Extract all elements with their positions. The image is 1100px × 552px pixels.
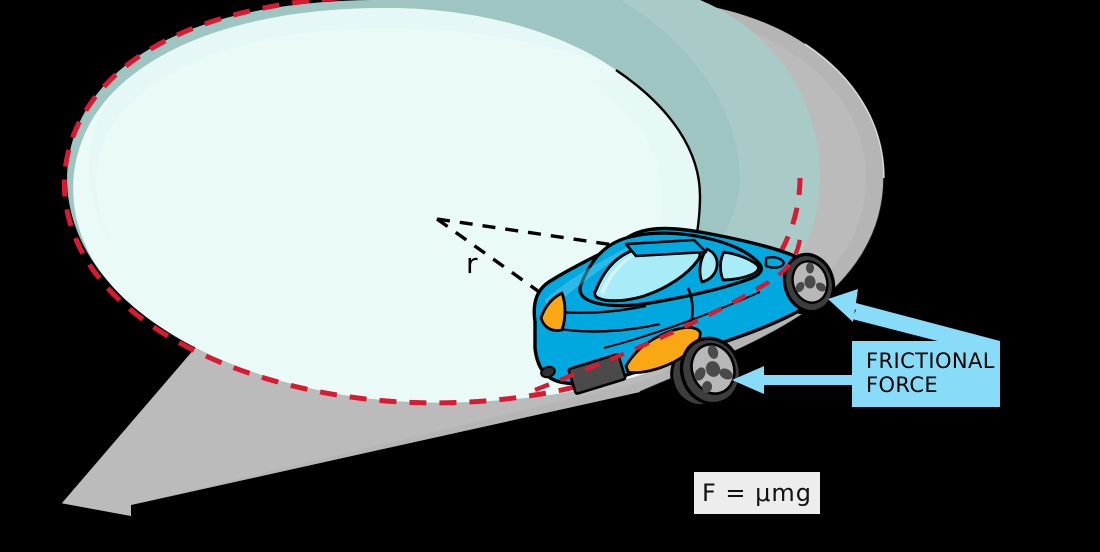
- friction-label-line1: FRICTIONAL: [866, 349, 995, 374]
- friction-formula-text: F = μmg: [701, 479, 813, 507]
- car-wheel-front: [782, 252, 836, 314]
- friction-force-label: FRICTIONAL FORCE: [852, 341, 1000, 407]
- circular-path-dashed: [61, 0, 803, 406]
- car-wheel-rear: [679, 336, 743, 406]
- radius-label: r: [466, 247, 478, 280]
- friction-label-line2: FORCE: [866, 373, 939, 397]
- friction-formula-box: F = μmg: [694, 472, 820, 514]
- path-over-car: [534, 237, 803, 393]
- car: [532, 226, 836, 408]
